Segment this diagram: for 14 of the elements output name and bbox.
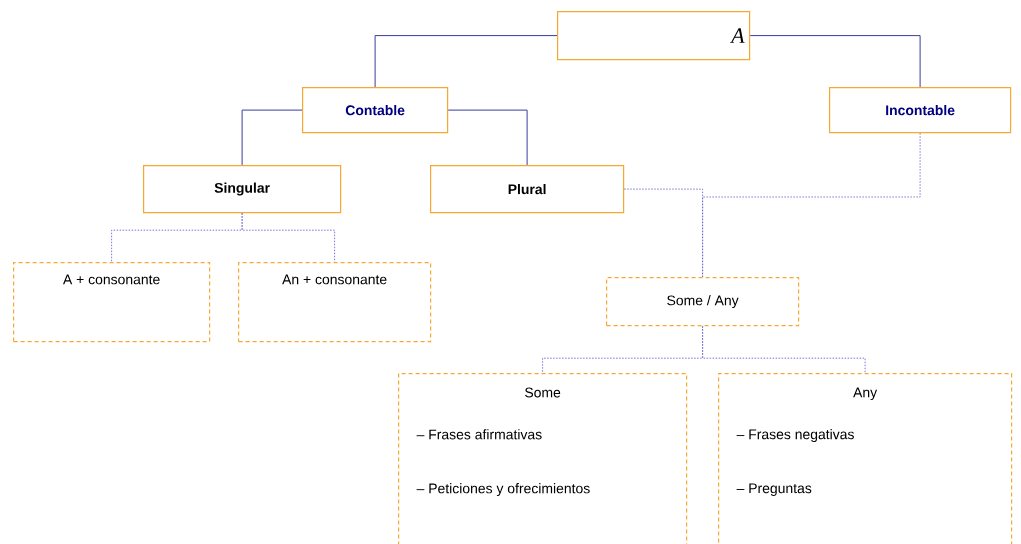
category-box: Plural	[430, 165, 625, 214]
connector	[241, 212, 336, 263]
connector	[702, 132, 921, 278]
connector	[702, 325, 866, 374]
connector	[374, 35, 558, 88]
category-box: Singular	[143, 165, 342, 214]
category-box: Contable	[302, 87, 449, 134]
usage-box: Some – Frases afirmativas – Peticiones y ofrecimientos	[398, 373, 688, 544]
category-box: Incontable	[829, 87, 1012, 134]
connector	[749, 35, 921, 88]
connector	[447, 109, 528, 166]
connector	[241, 109, 303, 166]
title-box: A	[557, 11, 751, 61]
usage-box: Any – Frases negativas – Preguntas	[718, 373, 1013, 544]
